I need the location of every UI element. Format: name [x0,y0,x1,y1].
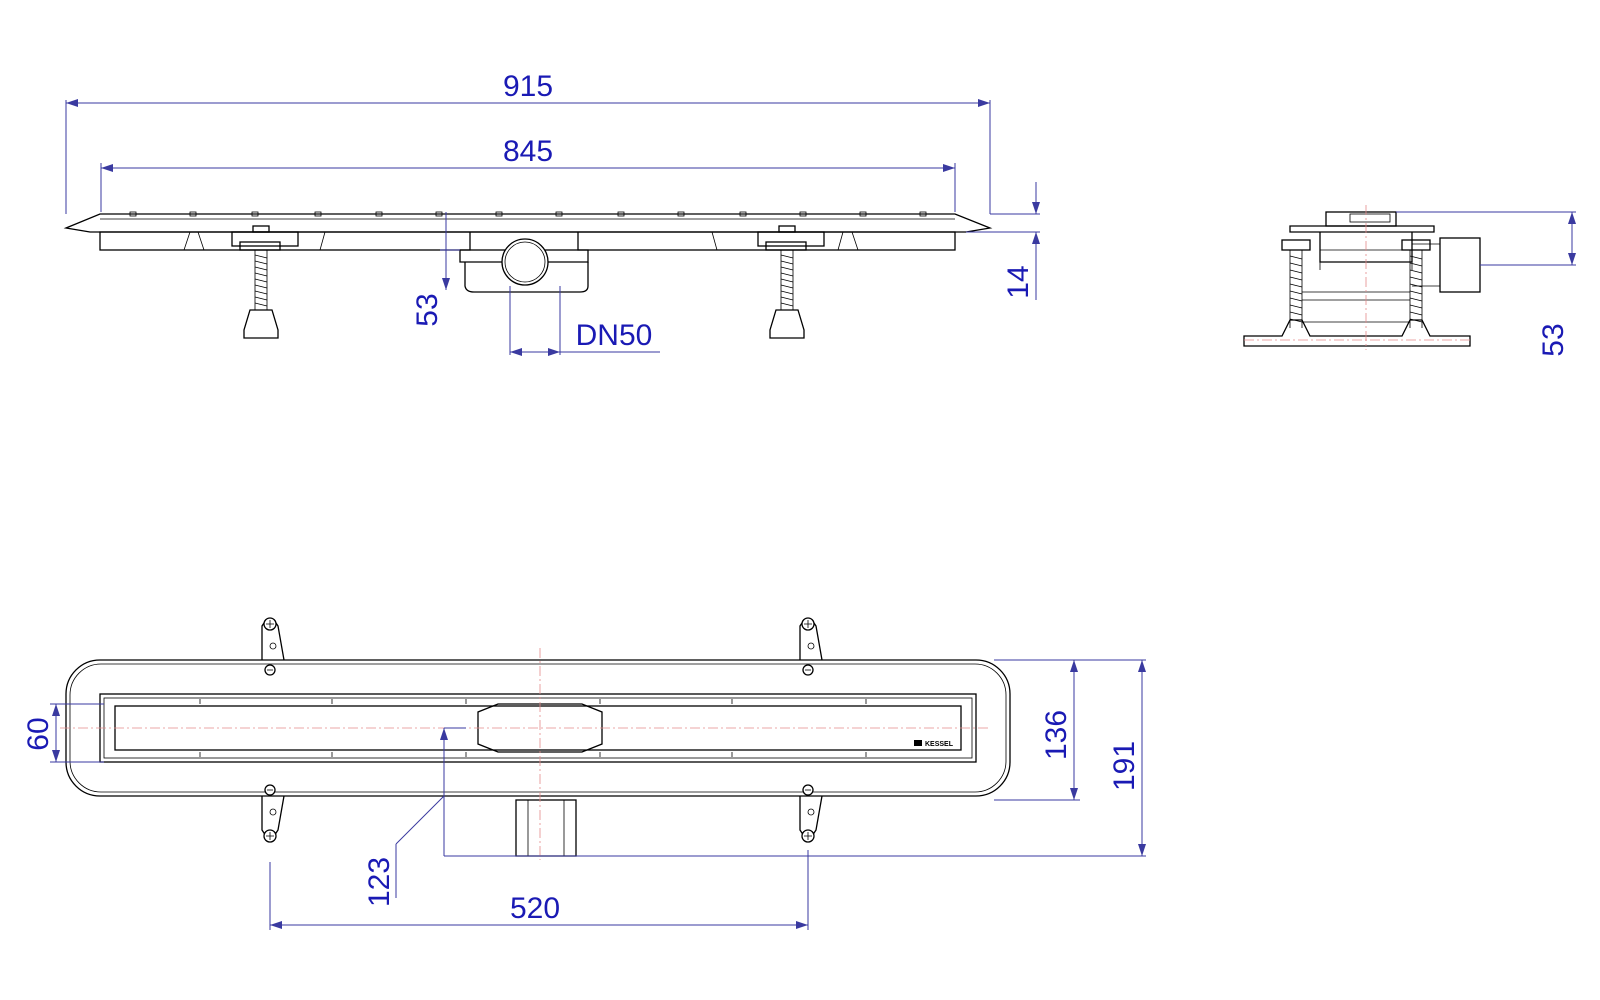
end-flange [1289,225,1435,233]
dim-outlet-offset: 123 [363,857,396,907]
outlet-pipe [501,238,549,286]
bracket-bottom-right [799,784,823,843]
outlet-pipe-top [515,799,577,857]
dim-channel-width: 60 [22,717,55,750]
bracket-top-left [261,617,285,676]
bracket-bottom-left [261,784,285,843]
dim-end-height: 53 [1537,323,1570,356]
dim-flange: 14 [1002,265,1035,298]
bracket-top-right [799,617,823,676]
flange-plate [63,213,993,233]
end-view: 53 [1243,205,1576,357]
slot-marks [129,211,927,217]
dim-channel-length: 845 [503,135,553,168]
top-view: KESSEL [22,617,1146,930]
dim-overall-length: 915 [503,70,553,103]
foot-right [757,225,825,339]
dim-side-height: 53 [411,293,444,326]
dim-foot-spacing: 520 [510,892,560,925]
foot-left [231,225,299,339]
brand-logo: KESSEL [925,741,954,748]
outlet-cover [477,703,603,753]
dim-flange-width: 136 [1040,710,1073,760]
side-view: 915 845 53 DN50 14 [63,70,1040,356]
dim-outlet: DN50 [576,319,653,352]
end-base [1243,319,1471,347]
dim-overall-width: 191 [1108,741,1141,791]
end-outlet [1439,237,1481,293]
grate-ticks [199,699,867,757]
